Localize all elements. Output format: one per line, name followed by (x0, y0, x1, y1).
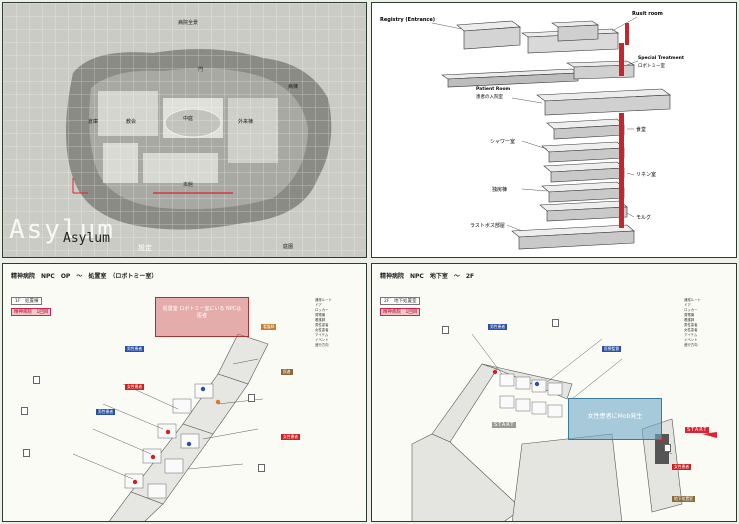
npc-tag: 地下処置室 (672, 496, 695, 502)
start-marker: START (492, 422, 517, 428)
legend-item: ドア (315, 303, 322, 307)
room-label-cafeteria: 食堂 (636, 127, 647, 133)
legend-item: 看護師 (684, 318, 695, 322)
room-label-shower: シャワー室 (490, 139, 516, 145)
note-box (552, 319, 560, 328)
legend-item: 女性患者 (315, 328, 329, 332)
map-label: 庭園 (283, 244, 294, 250)
room-label-patient-jp: 患者の入院室 (476, 95, 503, 100)
panel-header: 精神病院 NPC 地下室 ～ 2F (380, 273, 475, 280)
legend-item: アイテム (684, 333, 698, 337)
map-label: 中庭 (183, 116, 194, 122)
room-label-linen: リネン室 (636, 172, 657, 178)
legend-item: 通常ルート (684, 298, 701, 302)
legend-item: イベント (315, 338, 329, 342)
session-badge: 精神病院 1回目 (380, 308, 421, 316)
npc-tag: 男性患者 (125, 346, 145, 352)
npc-tag: 医者 (281, 369, 293, 375)
asylum-map-panel: 病院全景 門 中庭 外来棟 病棟 本館 教会 倉庫 庭園 Asylum Asyl… (2, 2, 367, 258)
map-label: 病院全景 (178, 20, 199, 26)
npc-op-panel: 精神病院 NPC OP ～ 処置室 （ロボトミー室） 1F 処置棟 精神病院 1… (2, 263, 367, 522)
callout-text: 女性患者にMob発生 (587, 413, 643, 420)
legend-item: 進行方向 (315, 343, 329, 347)
npc-tag: 女性患者 (281, 434, 301, 440)
room-label-special-jp: ロボトミー室 (638, 64, 665, 69)
npc-tag: 男性患者 (96, 409, 116, 415)
legend-item: 通常ルート (315, 298, 332, 302)
npc-basement-diagram (411, 333, 717, 521)
legend-item: 看護師 (315, 318, 326, 322)
note-box (248, 394, 256, 403)
legend-item: 進行方向 (684, 343, 698, 347)
npc-tag: 看護師 (261, 324, 277, 330)
legend-item: アイテム (315, 333, 329, 337)
logo-asylum-small: Asylum (63, 231, 110, 246)
legend-item: ロッカー (315, 308, 329, 312)
building-diagram-panel: Registry (Entrance) Rusit room Special T… (371, 2, 737, 258)
start-marker-goal: START (685, 427, 710, 433)
building-diagram (431, 16, 671, 250)
callout-box: 処置室 ロボトミー室にいる NPCは 医者 (155, 297, 249, 337)
note-box (258, 464, 266, 473)
legend: 通常ルート ドア ロッカー 発電機 看護師 男性患者 女性患者 アイテム イベン… (684, 298, 701, 348)
room-label-boss: ラストボス部屋 (470, 223, 505, 229)
room-label-morgue: モルグ (636, 215, 652, 221)
map-label: 倉庫 (88, 119, 99, 125)
npc-tag: 医療監督 (602, 346, 622, 352)
panel-header: 精神病院 NPC OP ～ 処置室 （ロボトミー室） (11, 273, 158, 280)
room-label-rusit: Rusit room (632, 11, 663, 17)
map-label: 本館 (183, 182, 194, 188)
npc-tag: 女性患者 (672, 464, 692, 470)
npc-tag: 女性患者 (125, 384, 145, 390)
floor-label: 2F 地下処置室 (380, 297, 421, 305)
room-label-registry: Registry (Entrance) (380, 17, 436, 23)
legend-item: 発電機 (684, 313, 695, 317)
legend-item: ロッカー (684, 308, 698, 312)
npc-basement-panel: 精神病院 NPC 地下室 ～ 2F 2F 地下処置室 精神病院 1回目 女性患者… (371, 263, 737, 522)
npc-tag: 男性患者 (488, 324, 508, 330)
note-box (33, 376, 41, 385)
floor-label: 1F 処置棟 (11, 297, 43, 305)
map-label: 外来棟 (238, 119, 254, 125)
callout-box: 女性患者にMob発生 (568, 398, 662, 440)
logo-asylum-large: Asylum (9, 215, 115, 245)
room-label-patient: Patient Room (476, 87, 511, 92)
legend-item: 女性患者 (684, 328, 698, 332)
map-label: 教会 (126, 119, 137, 125)
legend-item: 発電機 (315, 313, 326, 317)
note-box (23, 449, 31, 458)
note-box (664, 444, 672, 453)
npc-op-diagram (72, 333, 269, 521)
session-badge: 精神病院 1回目 (11, 308, 52, 316)
legend-item: 男性患者 (315, 323, 329, 327)
note-box (442, 326, 450, 335)
legend: 通常ルート ドア ロッカー 発電機 看護師 男性患者 女性患者 アイテム イベン… (315, 298, 332, 348)
map-label: 門 (198, 67, 204, 73)
legend-item: 男性患者 (684, 323, 698, 327)
asylum-map (3, 3, 366, 257)
room-label-special: Special Treatment (638, 56, 684, 61)
map-label: 病棟 (288, 84, 299, 90)
legend-item: イベント (684, 338, 698, 342)
room-label-cells: 独房棟 (492, 187, 508, 193)
callout-text: 処置室 ロボトミー室にいる NPCは 医者 (162, 306, 242, 319)
map-caption: 設定 (138, 244, 152, 252)
legend-item: ドア (684, 303, 691, 307)
note-box (21, 407, 29, 416)
